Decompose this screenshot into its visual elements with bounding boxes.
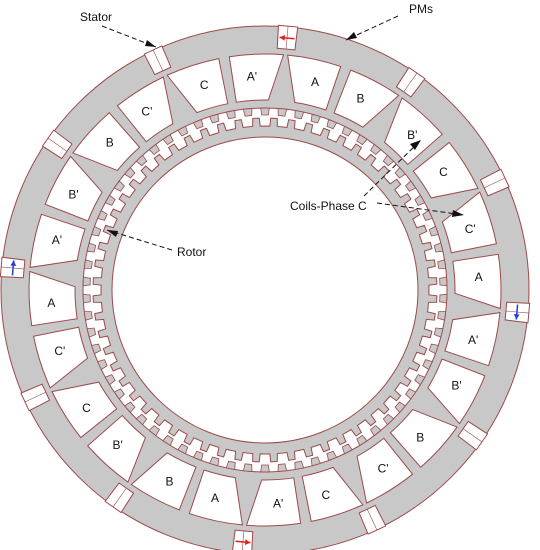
- rotor-label: Rotor: [177, 245, 206, 259]
- coil-label: C': [141, 105, 152, 119]
- stator-slot: [383, 97, 444, 166]
- stator-slot: [333, 69, 400, 128]
- stator-slot: [130, 452, 197, 511]
- coil-label: C': [465, 222, 476, 236]
- coil-label: A: [47, 296, 55, 310]
- rotor-pointer: [106, 229, 173, 251]
- rotor: [92, 117, 438, 463]
- coil-label: A': [247, 69, 257, 83]
- stator-label: Stator: [80, 10, 112, 24]
- stator-slot: [452, 253, 502, 310]
- annotations: Stator PMs Coils-Phase C Rotor: [80, 2, 465, 259]
- coil-label: C: [321, 488, 330, 502]
- stator-slot: [28, 270, 78, 327]
- stator-slot: [412, 141, 479, 199]
- coil-label: B': [113, 438, 123, 452]
- magnet-divider: [112, 488, 127, 508]
- stator-slot: [389, 408, 458, 469]
- coils-phase-c-pointer-up: [363, 139, 422, 197]
- stator-slot: [72, 111, 141, 172]
- stator-slot: [444, 312, 501, 367]
- permanent-magnet: [232, 529, 254, 550]
- stator-slot: [86, 414, 147, 483]
- coil-label: B: [106, 136, 114, 150]
- stator-pointer-head: [145, 40, 156, 47]
- stator-bore-teeth: [82, 107, 448, 473]
- machine-geometry: C A' A B B' C C' A A' B' B C' C A' A B B' C C' A A' B' B C': [0, 24, 531, 550]
- magnet-divider: [47, 137, 67, 152]
- coil-label: A': [273, 497, 283, 511]
- magnet-divider: [484, 177, 506, 188]
- stator-slot: [245, 477, 302, 527]
- stator-slot: [29, 213, 86, 268]
- coil-label: C': [54, 344, 65, 358]
- coil-label: B': [68, 188, 78, 202]
- coil-label: B: [416, 430, 424, 444]
- rotor-pointer-head: [107, 230, 118, 237]
- magnet-divider: [463, 428, 483, 443]
- stator-slot: [166, 57, 229, 114]
- coil-label: B': [407, 128, 417, 142]
- magnetization-arrow-head: [10, 260, 17, 266]
- coil-label: A: [475, 270, 483, 284]
- magnetization-arrow-head: [279, 35, 286, 41]
- magnet-divider: [367, 509, 378, 531]
- stator-slot: [287, 54, 342, 111]
- stator-slot: [356, 437, 414, 504]
- coils-phase-c-pointer-up-head: [410, 140, 421, 150]
- coils-phase-c-pointer-right-head: [452, 210, 464, 217]
- coil-label: A': [52, 233, 62, 247]
- stator-slot: [44, 155, 103, 222]
- coil-label: C: [439, 165, 448, 179]
- stator-iron: [0, 25, 530, 550]
- coil-label: A: [211, 491, 219, 505]
- stator-slot: [116, 76, 174, 143]
- magnet-divider: [24, 392, 46, 403]
- coil-label: A': [468, 333, 478, 347]
- stator-slot: [301, 466, 364, 523]
- magnetization-arrow-head: [513, 314, 520, 320]
- pms-pointer: [345, 15, 399, 41]
- magnetization-arrow-head: [244, 539, 251, 545]
- stator-slot: [32, 326, 89, 389]
- stator-slot: [427, 358, 486, 425]
- coils-phase-c-label: Coils-Phase C: [290, 199, 367, 213]
- pms-label: PMs: [409, 2, 433, 16]
- stator-slot: [228, 53, 285, 103]
- pms-pointer-head: [346, 32, 357, 40]
- coils-phase-c-pointer-right: [376, 202, 465, 216]
- coil-label: C: [200, 78, 209, 92]
- stator-slot: [51, 381, 118, 439]
- coil-label: B: [165, 475, 173, 489]
- coil-labels: C A' A B B' C C' A A' B' B C' C A' A B B' C C' A A' B' B C': [47, 69, 482, 510]
- coil-label: B': [451, 379, 461, 393]
- stator-slot: [441, 191, 498, 254]
- coil-label: C: [82, 401, 91, 415]
- coil-label: C': [378, 462, 389, 476]
- stator-ring: [0, 25, 530, 550]
- coil-label: A: [311, 75, 319, 89]
- magnet-divider: [152, 49, 163, 71]
- stator-slot: [188, 469, 243, 526]
- coil-label: B: [356, 92, 364, 106]
- stator-slots: [28, 53, 502, 527]
- rotor-iron: [92, 117, 438, 463]
- magnet-divider: [403, 72, 418, 92]
- permanent-magnets: [0, 24, 531, 550]
